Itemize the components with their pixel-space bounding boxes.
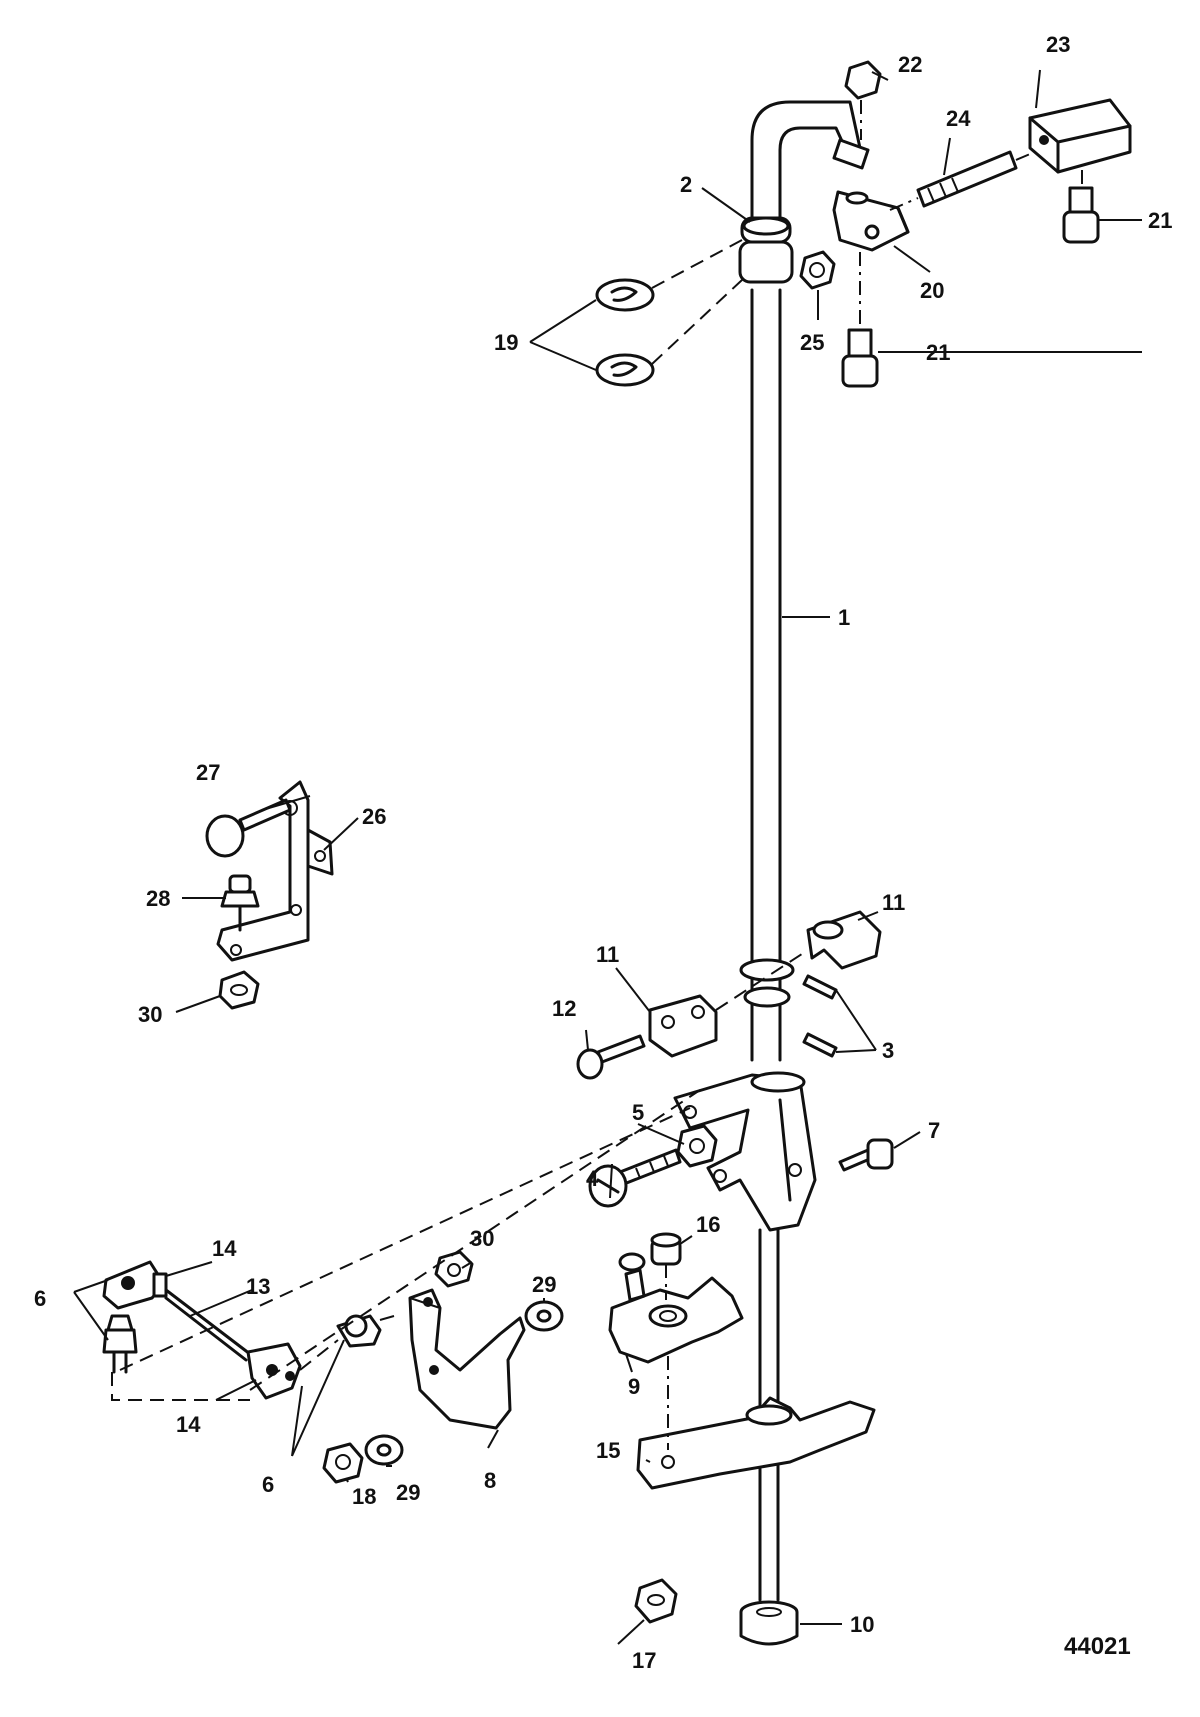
- figure-number: 44021: [1064, 1633, 1131, 1660]
- callout-21-right: 21: [1148, 208, 1172, 233]
- callout-10: 10: [850, 1612, 874, 1637]
- callout-30-lower: 30: [470, 1226, 494, 1251]
- bracket-assembly: [205, 780, 334, 1010]
- callout-3: 3: [882, 1038, 894, 1063]
- callout-16: 16: [696, 1212, 720, 1237]
- callout-12: 12: [552, 996, 576, 1021]
- linkage-blocks-upper: [799, 60, 1132, 388]
- callout-7: 7: [928, 1118, 940, 1143]
- callout-18: 18: [352, 1484, 376, 1509]
- callout-29-left: 29: [396, 1480, 420, 1505]
- cam-lower-arm-assembly: [608, 1232, 876, 1646]
- callout-23: 23: [1046, 32, 1070, 57]
- callout-24: 24: [946, 106, 971, 131]
- callout-19: 19: [494, 330, 518, 355]
- callout-29-right: 29: [532, 1272, 556, 1297]
- callout-21-center: 21: [926, 340, 950, 365]
- callout-1: 1: [838, 605, 850, 630]
- mid-clamp-assembly: [576, 910, 882, 1080]
- callout-30-upper: 30: [138, 1002, 162, 1027]
- callout-2: 2: [680, 172, 692, 197]
- callout-6-lower: 6: [262, 1472, 274, 1497]
- callout-17: 17: [632, 1648, 656, 1673]
- callout-20: 20: [920, 278, 944, 303]
- callout-27: 27: [196, 760, 220, 785]
- callout-6-upper: 6: [34, 1286, 46, 1311]
- vertical-shaft: [750, 100, 870, 1602]
- callout-8: 8: [484, 1468, 496, 1493]
- callout-labels: 1 2 3 4 5 6 6 7 8 9 10 11 11 12 13 14 14…: [34, 32, 1172, 1673]
- callout-11-right: 11: [882, 890, 905, 915]
- callout-5: 5: [632, 1100, 644, 1125]
- callout-22: 22: [898, 52, 922, 77]
- callout-4: 4: [586, 1166, 599, 1191]
- shaft-bushing: [738, 216, 794, 284]
- callout-15: 15: [596, 1438, 620, 1463]
- callout-26: 26: [362, 804, 386, 829]
- callout-13: 13: [246, 1274, 270, 1299]
- callout-14-upper: 14: [212, 1236, 237, 1261]
- leader-lines: [73, 69, 1142, 1645]
- callout-28: 28: [146, 886, 170, 911]
- throttle-arm: [588, 1071, 894, 1232]
- callout-14-lower: 14: [176, 1412, 201, 1437]
- e-rings: [595, 239, 743, 387]
- callout-9: 9: [628, 1374, 640, 1399]
- callout-25: 25: [800, 330, 824, 355]
- link-rod-assembly: [102, 1089, 701, 1484]
- callout-11-left: 11: [596, 942, 619, 967]
